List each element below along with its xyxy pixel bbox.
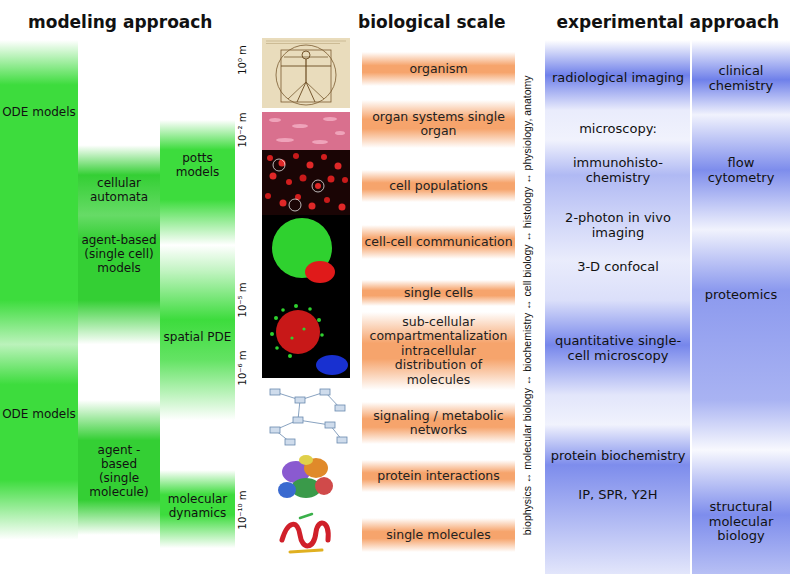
band-label: ODE models bbox=[2, 408, 76, 422]
band-label: cell populations bbox=[389, 179, 488, 193]
band-label: radiological imaging bbox=[552, 71, 684, 86]
method-band: 2-photon in vivo imaging bbox=[548, 205, 688, 247]
scale-label: 10⁻⁵ m bbox=[237, 283, 249, 318]
band-label: potts models bbox=[162, 152, 233, 180]
band-label: microscopy: bbox=[579, 122, 657, 137]
scale-band: organism bbox=[362, 52, 515, 86]
green-columns bbox=[0, 0, 235, 574]
cell-population-image bbox=[262, 150, 350, 215]
band-label: quantitative single-cell microscopy bbox=[550, 334, 686, 364]
column-header: modeling approach bbox=[28, 12, 212, 32]
band-label: clinical chemistry bbox=[694, 64, 788, 94]
method-band: 3-D confocal bbox=[548, 255, 688, 279]
modeling-band: molecular dynamics bbox=[160, 484, 235, 530]
column-header: experimental approach bbox=[557, 12, 780, 32]
band-label: agent-based (single cell) models bbox=[80, 234, 158, 275]
vitruvian-image bbox=[262, 38, 350, 108]
tissue-image bbox=[262, 112, 350, 150]
band-label: single molecules bbox=[386, 528, 490, 542]
band-label: proteomics bbox=[705, 288, 778, 303]
band-label: cell-cell communication bbox=[364, 235, 512, 249]
band-label: organ systems single organ bbox=[364, 110, 513, 139]
method-band: immunohisto- chemistry bbox=[548, 150, 688, 192]
network-image bbox=[270, 389, 347, 445]
scale-band: cell populations bbox=[362, 170, 515, 202]
band-label: protein biochemistry bbox=[551, 449, 686, 464]
method-band: flow cytometry bbox=[692, 150, 790, 192]
band-label: sub-cellular compartmentalization intrac… bbox=[364, 315, 513, 387]
scale-band: single cells bbox=[362, 280, 515, 306]
band-label: organism bbox=[409, 62, 467, 76]
band-label: cellular automata bbox=[80, 177, 158, 205]
protein-image bbox=[278, 455, 333, 498]
subcellular-image bbox=[262, 300, 350, 378]
method-band: protein biochemistry bbox=[548, 435, 688, 477]
scale-band: single molecules bbox=[362, 518, 515, 552]
modeling-band: ODE models bbox=[0, 392, 78, 438]
method-band: quantitative single-cell microscopy bbox=[548, 316, 688, 382]
band-label: ODE models bbox=[2, 106, 76, 120]
column-header: biological scale bbox=[358, 12, 506, 32]
method-band: IP, SPR, Y2H bbox=[548, 484, 688, 506]
method-band: structural molecular biology bbox=[692, 490, 790, 554]
discipline-axis: biophysics ↔ molecular biology ↔ biochem… bbox=[521, 75, 534, 535]
band-label: protein interactions bbox=[377, 469, 500, 483]
band-label: 3-D confocal bbox=[577, 260, 659, 275]
scale-label: 10⁻² m bbox=[237, 113, 249, 148]
scale-band: organ systems single organ bbox=[362, 100, 515, 148]
scale-label: 10⁻⁶ m bbox=[237, 351, 249, 386]
method-band: proteomics bbox=[692, 283, 790, 307]
scale-band: cell-cell communication bbox=[362, 225, 515, 259]
scale-label: 10⁻¹⁰ m bbox=[237, 491, 249, 530]
band-label: single cells bbox=[404, 286, 473, 300]
cell-communication-image bbox=[262, 215, 350, 300]
modeling-band: ODE models bbox=[0, 90, 78, 136]
band-label: spatial PDE bbox=[164, 331, 232, 345]
scale-band: signaling / metabolic networks bbox=[362, 402, 515, 444]
band-label: signaling / metabolic networks bbox=[364, 409, 513, 438]
band-label: structural molecular biology bbox=[694, 500, 788, 545]
method-band: clinical chemistry bbox=[692, 58, 790, 100]
band-label: molecular dynamics bbox=[162, 493, 233, 521]
modeling-band: spatial PDE bbox=[160, 318, 235, 358]
method-band: microscopy: bbox=[548, 118, 688, 140]
band-label: IP, SPR, Y2H bbox=[578, 488, 657, 503]
scale-band: protein interactions bbox=[362, 460, 515, 492]
modeling-band: potts models bbox=[160, 145, 235, 187]
blue-columns bbox=[545, 0, 790, 574]
band-label: agent -based (single molecule) bbox=[80, 444, 158, 499]
band-label: immunohisto- chemistry bbox=[550, 156, 686, 186]
molecule-image bbox=[282, 514, 328, 552]
modeling-band: agent -based (single molecule) bbox=[78, 438, 160, 506]
modeling-band: agent-based (single cell) models bbox=[78, 222, 160, 288]
band-label: flow cytometry bbox=[694, 156, 788, 186]
method-band: radiological imaging bbox=[548, 55, 688, 101]
scale-label: 10⁰ m bbox=[237, 45, 249, 75]
band-label: 2-photon in vivo imaging bbox=[550, 211, 686, 241]
modeling-band: cellular automata bbox=[78, 170, 160, 212]
scale-band: sub-cellular compartmentalization intrac… bbox=[362, 312, 515, 390]
